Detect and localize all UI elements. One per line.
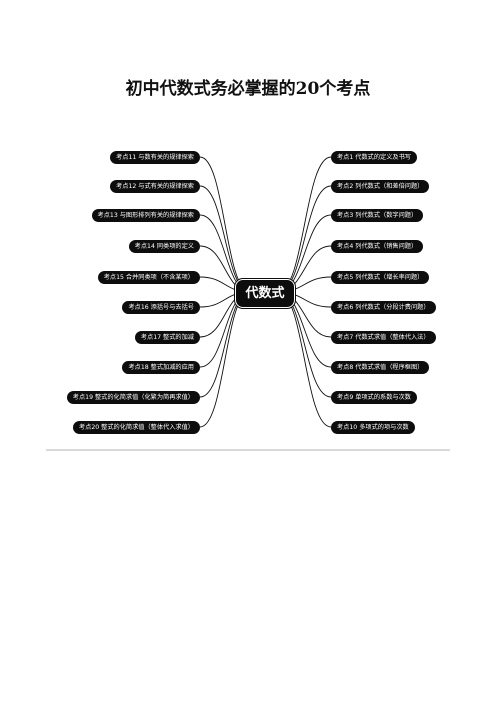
left-topic-node: 考点19 整式的化简求值（化繁为简再求值） — [66, 390, 200, 404]
left-topic-node: 考点13 与图形排列有关的规律探索 — [91, 208, 200, 222]
right-topic-node: 考点8 代数式求值（程序框图） — [331, 360, 430, 374]
right-topic-node: 考点6 列代数式（分段计费问题） — [331, 300, 436, 314]
right-topic-node: 考点9 单项式的系数与次数 — [331, 390, 417, 404]
right-topic-node: 考点1 代数式的定义及书写 — [331, 150, 417, 164]
right-topic-node: 考点7 代数式求值（整体代入法） — [331, 330, 436, 344]
left-topic-node: 考点12 与式有关的规律探索 — [110, 179, 200, 193]
left-topic-node: 考点11 与数有关的规律探索 — [110, 150, 200, 164]
left-topic-node: 考点20 整式的化简求值（整体代入求值） — [72, 420, 200, 434]
right-topic-node: 考点3 列代数式（数字问题） — [331, 208, 424, 222]
left-topic-node: 考点18 整式加减的应用 — [122, 360, 200, 374]
divider — [46, 449, 450, 451]
left-link-10 — [199, 291, 251, 428]
right-topic-node: 考点5 列代数式（增长率问题） — [331, 270, 430, 284]
page-title: 初中代数式务必掌握的20个考点 — [125, 79, 371, 99]
left-topic-node: 考点15 合并同类项（不含某项） — [97, 270, 200, 284]
left-link-1 — [199, 156, 251, 293]
right-link-10 — [277, 291, 332, 428]
right-link-2 — [277, 185, 332, 293]
left-link-2 — [199, 185, 251, 293]
right-topic-node: 考点2 列代数式（和差倍问题） — [331, 179, 430, 193]
left-topic-node: 考点16 添括号与去括号 — [122, 300, 200, 314]
left-topic-node: 考点17 整式的加减 — [134, 330, 200, 344]
left-topic-node: 考点14 同类项的定义 — [128, 239, 200, 253]
right-topic-node: 考点10 多项式的项与次数 — [331, 420, 415, 434]
central-topic: 代数式 — [235, 279, 295, 308]
right-topic-node: 考点4 列代数式（销售问题） — [331, 239, 424, 253]
right-link-1 — [277, 156, 332, 293]
